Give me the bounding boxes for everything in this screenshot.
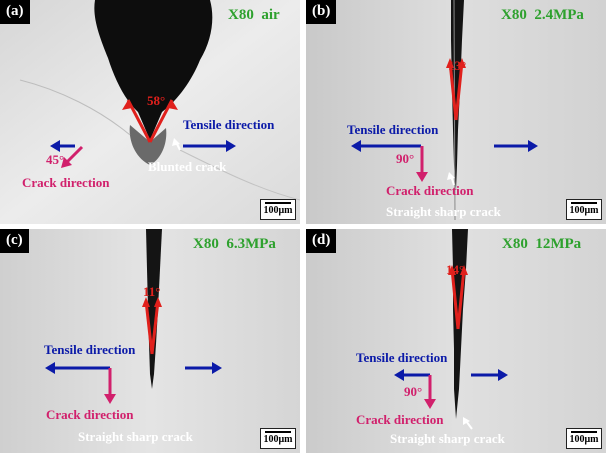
angle-line-right [148,99,174,143]
panel-label: (d) [306,229,337,253]
angle-tip-label: 13° [448,58,467,73]
crack-direction-label: Crack direction [386,183,474,198]
angle-tip-label: 14° [446,262,465,277]
condition-label: X80 2.4MPa [501,7,584,23]
panel-b: (b) X80 2.4MPa 13° 90° Tensile direction… [306,0,606,224]
panel-d: (d) X80 12MPa 14° 90° Tensile direction … [306,229,606,453]
condition-label: X80 6.3MPa [193,236,276,252]
panel-label: (a) [0,0,30,24]
crack-type-label: Straight sharp crack [78,429,193,444]
crack-type-label: Blunted crack [148,159,227,174]
tensile-direction-label: Tensile direction [44,342,136,357]
angle-tip-label: 11° [143,284,161,299]
micrograph-a [0,0,300,224]
panel-c: (c) X80 6.3MPa 11° Tensile direction Cra… [0,229,300,453]
crack-direction-label: Crack direction [46,407,134,422]
tensile-direction-label: Tensile direction [183,117,275,132]
micrograph-d [306,229,606,453]
panel-label: (c) [0,229,29,253]
angle-side-label: 90° [396,151,415,166]
condition-label: X80 12MPa [502,236,582,252]
angle-tip-label: 58° [147,93,166,108]
panel-label: (b) [306,0,337,24]
tensile-direction-label: Tensile direction [356,350,448,365]
crack-direction-label: Crack direction [356,412,444,427]
scale-bar: 100μm [260,199,296,220]
angle-side-label: 45° [46,152,65,167]
crack-type-label: Straight sharp crack [386,204,501,219]
scale-bar: 100μm [566,199,602,220]
panel-a: (a) X80 air 58° 45° Tensile direction Cr… [0,0,300,224]
scale-bar: 100μm [260,428,296,449]
crack-direction-label: Crack direction [22,175,110,190]
crack-direction-arrow [64,145,84,165]
angle-line-left [126,99,152,143]
crack-type-label: Straight sharp crack [390,431,505,446]
scale-bar: 100μm [566,428,602,449]
condition-label: X80 air [228,7,280,23]
angle-side-label: 90° [404,384,423,399]
tensile-direction-label: Tensile direction [347,122,439,137]
